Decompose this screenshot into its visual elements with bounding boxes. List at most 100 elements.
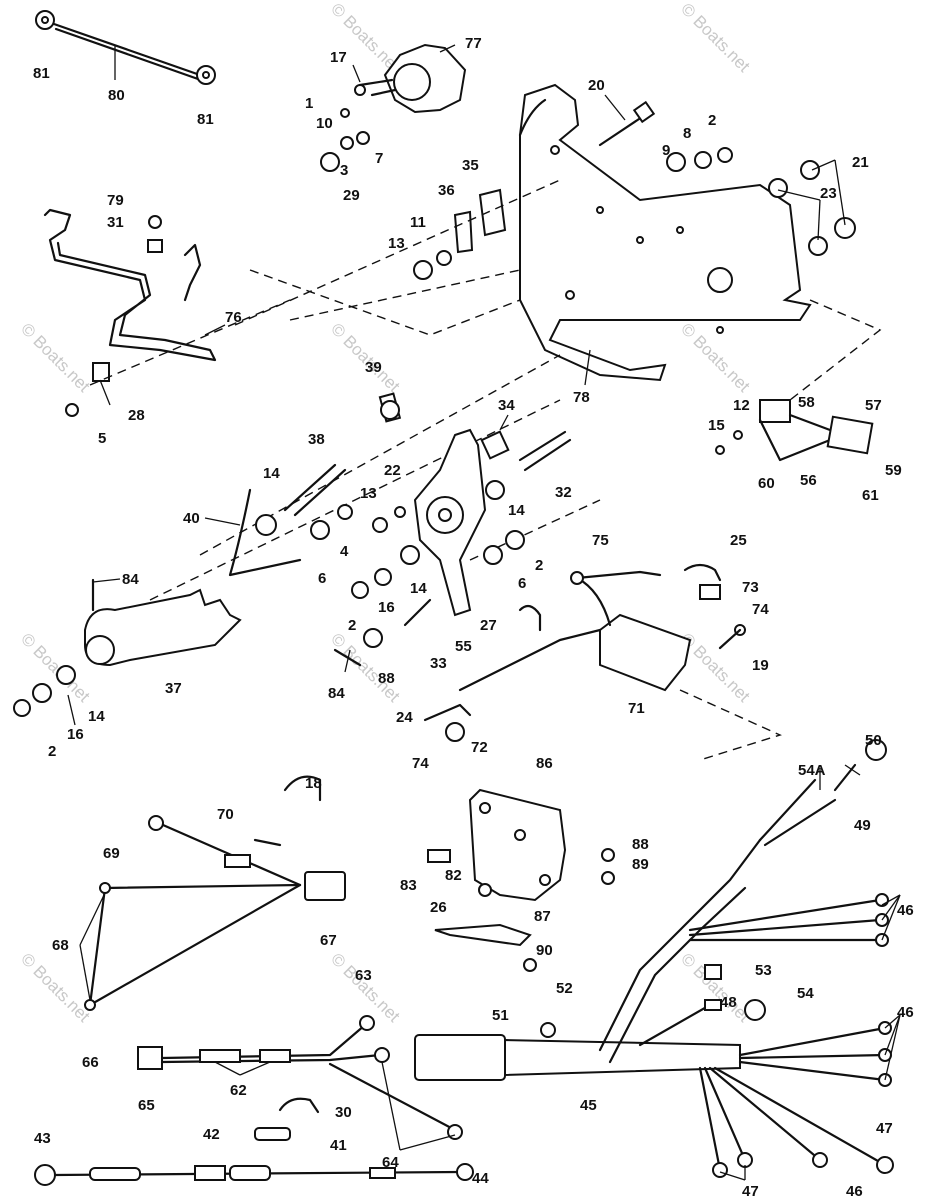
callout-label: 66 — [82, 1054, 99, 1071]
callout-label: 87 — [534, 908, 551, 925]
callout-label: 28 — [128, 407, 145, 424]
callout-label: 9 — [662, 142, 670, 159]
callout-label: 45 — [580, 1097, 597, 1114]
washers-and-nuts-mid — [310, 504, 525, 648]
callout-label: 36 — [438, 182, 455, 199]
callout-label: 84 — [122, 571, 139, 588]
callout-label: 62 — [230, 1082, 247, 1099]
watermark-text: © Boats.net — [327, 949, 404, 1026]
spring-link-40 — [228, 488, 302, 577]
callout-label: 21 — [852, 154, 869, 171]
callout-label: 16 — [378, 599, 395, 616]
cable-41 — [34, 1163, 474, 1186]
watermark-text: © Boats.net — [677, 319, 754, 396]
callout-label: 59 — [885, 462, 902, 479]
battery-cable-80 — [35, 10, 216, 85]
callout-label: 67 — [320, 932, 337, 949]
callout-label: 27 — [480, 617, 497, 634]
callout-label: 13 — [360, 485, 377, 502]
callout-label: 44 — [472, 1170, 489, 1187]
stud-39 — [378, 392, 402, 423]
callout-label: 84 — [328, 685, 345, 702]
callout-label: 70 — [217, 806, 234, 823]
callout-label: 24 — [396, 709, 413, 726]
watermark-text: © Boats.net — [327, 319, 404, 396]
parts-24-72-74 — [423, 703, 472, 742]
callout-label: 22 — [384, 462, 401, 479]
callout-label: 46 — [846, 1183, 863, 1200]
callout-label: 32 — [555, 484, 572, 501]
callout-label: 3 — [340, 162, 348, 179]
callout-label: 47 — [876, 1120, 893, 1137]
callout-label: 69 — [103, 845, 120, 862]
callout-label: 11 — [410, 214, 426, 231]
callout-label: 53 — [755, 962, 772, 979]
harness-62 — [137, 1015, 463, 1141]
small-nuts-1-10-3-7-29 — [320, 108, 370, 172]
callout-label: 30 — [335, 1104, 352, 1121]
callout-label: 65 — [138, 1097, 155, 1114]
callout-label: 33 — [430, 655, 447, 672]
callout-label: 68 — [52, 937, 69, 954]
callout-label: 26 — [430, 899, 447, 916]
callout-label: 20 — [588, 77, 605, 94]
throttle-link-76 — [43, 208, 217, 417]
watermark-text: © Boats.net — [17, 319, 94, 396]
callout-label: 6 — [518, 575, 526, 592]
callout-label: 43 — [34, 1130, 51, 1147]
main-harness-45 — [414, 739, 894, 1178]
lever-37 — [13, 578, 362, 717]
callout-label: 2 — [48, 743, 56, 760]
leader-lines — [67, 44, 901, 1181]
callout-label: 2 — [348, 617, 356, 634]
callout-label: 25 — [730, 532, 747, 549]
callout-label: 29 — [343, 187, 360, 204]
callout-label: 83 — [400, 877, 417, 894]
callout-label: 31 — [107, 214, 124, 231]
callout-label: 58 — [798, 394, 815, 411]
watermark-text: © Boats.net — [17, 629, 94, 706]
callout-label: 63 — [355, 967, 372, 984]
callout-label: 23 — [820, 185, 837, 202]
callout-label: 60 — [758, 475, 775, 492]
callout-label: 18 — [305, 775, 322, 792]
callout-label: 81 — [33, 65, 50, 82]
callout-label: 1 — [305, 95, 313, 112]
callout-label: 82 — [445, 867, 462, 884]
callout-label: 13 — [388, 235, 405, 252]
callout-label: 6 — [318, 570, 326, 587]
callout-label: 17 — [330, 49, 347, 66]
throttle-arm-55 — [413, 428, 572, 617]
module-71 — [458, 563, 746, 692]
callout-label: 71 — [628, 700, 645, 717]
callout-label: 14 — [263, 465, 280, 482]
callout-label: 4 — [340, 543, 349, 560]
callout-label: 14 — [410, 580, 427, 597]
callout-label: 74 — [752, 601, 769, 618]
callout-label: 15 — [708, 417, 725, 434]
callout-label: 34 — [498, 397, 515, 414]
callout-label: 54 — [797, 985, 814, 1002]
bolt-20-and-washers — [598, 100, 856, 256]
callout-label: 72 — [471, 739, 488, 756]
callout-label: 90 — [536, 942, 553, 959]
callout-label: 75 — [592, 532, 609, 549]
callout-label: 5 — [98, 430, 106, 447]
callout-label: 89 — [632, 856, 649, 873]
callout-label: 41 — [330, 1137, 347, 1154]
callout-label: 12 — [733, 397, 750, 414]
callout-label: 14 — [508, 502, 525, 519]
callout-label: 79 — [107, 192, 124, 209]
callout-label: 81 — [197, 111, 214, 128]
callout-label: 76 — [225, 309, 242, 326]
watermark-text: © Boats.net — [677, 0, 754, 76]
stud-38 — [255, 463, 347, 536]
harness-67-68-69 — [84, 775, 346, 1011]
callout-label: 61 — [862, 487, 879, 504]
callout-label: 14 — [88, 708, 105, 725]
mounting-bracket-78 — [518, 83, 812, 382]
callout-label: 88 — [632, 836, 649, 853]
callout-label: 19 — [752, 657, 769, 674]
callout-label: 7 — [375, 150, 383, 167]
callout-label: 2 — [535, 557, 543, 574]
